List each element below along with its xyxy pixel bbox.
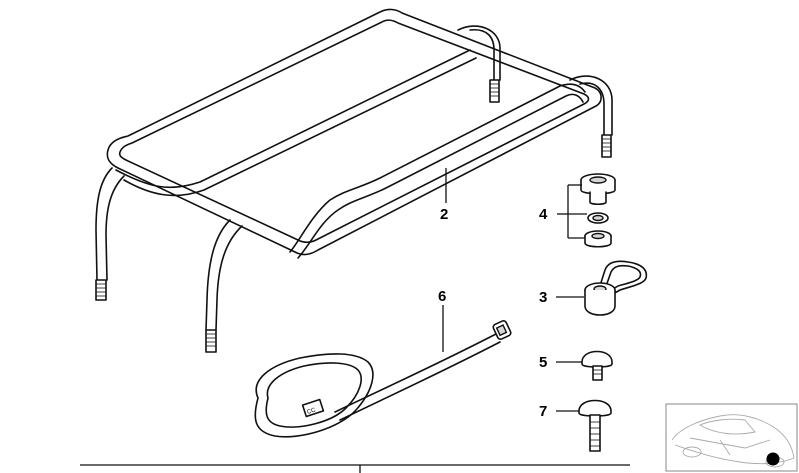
retaining-strap: CC [254, 319, 512, 438]
callout-5[interactable]: 5 [539, 354, 547, 371]
short-screw [581, 350, 613, 381]
long-screw [578, 399, 612, 452]
rack-foot-thread [205, 329, 217, 353]
bushing-set [580, 173, 616, 248]
rack-foot-thread [95, 279, 107, 301]
callout-6[interactable]: 6 [438, 288, 446, 305]
callout-2[interactable]: 2 [440, 206, 448, 223]
car-silhouette-icon [671, 414, 795, 468]
end-cap-with-loop [584, 260, 648, 316]
rack-foot-thread [489, 79, 500, 103]
vehicle-thumbnail [665, 403, 798, 472]
luggage-rack-frame [95, 8, 613, 353]
leader-bracket-4 [557, 184, 587, 239]
black-dot-icon [766, 452, 780, 466]
callout-7[interactable]: 7 [539, 403, 547, 420]
callout-3[interactable]: 3 [539, 289, 547, 306]
callout-4[interactable]: 4 [539, 206, 548, 223]
strap-marking: CC [306, 407, 317, 416]
rack-foot-thread [601, 134, 612, 158]
